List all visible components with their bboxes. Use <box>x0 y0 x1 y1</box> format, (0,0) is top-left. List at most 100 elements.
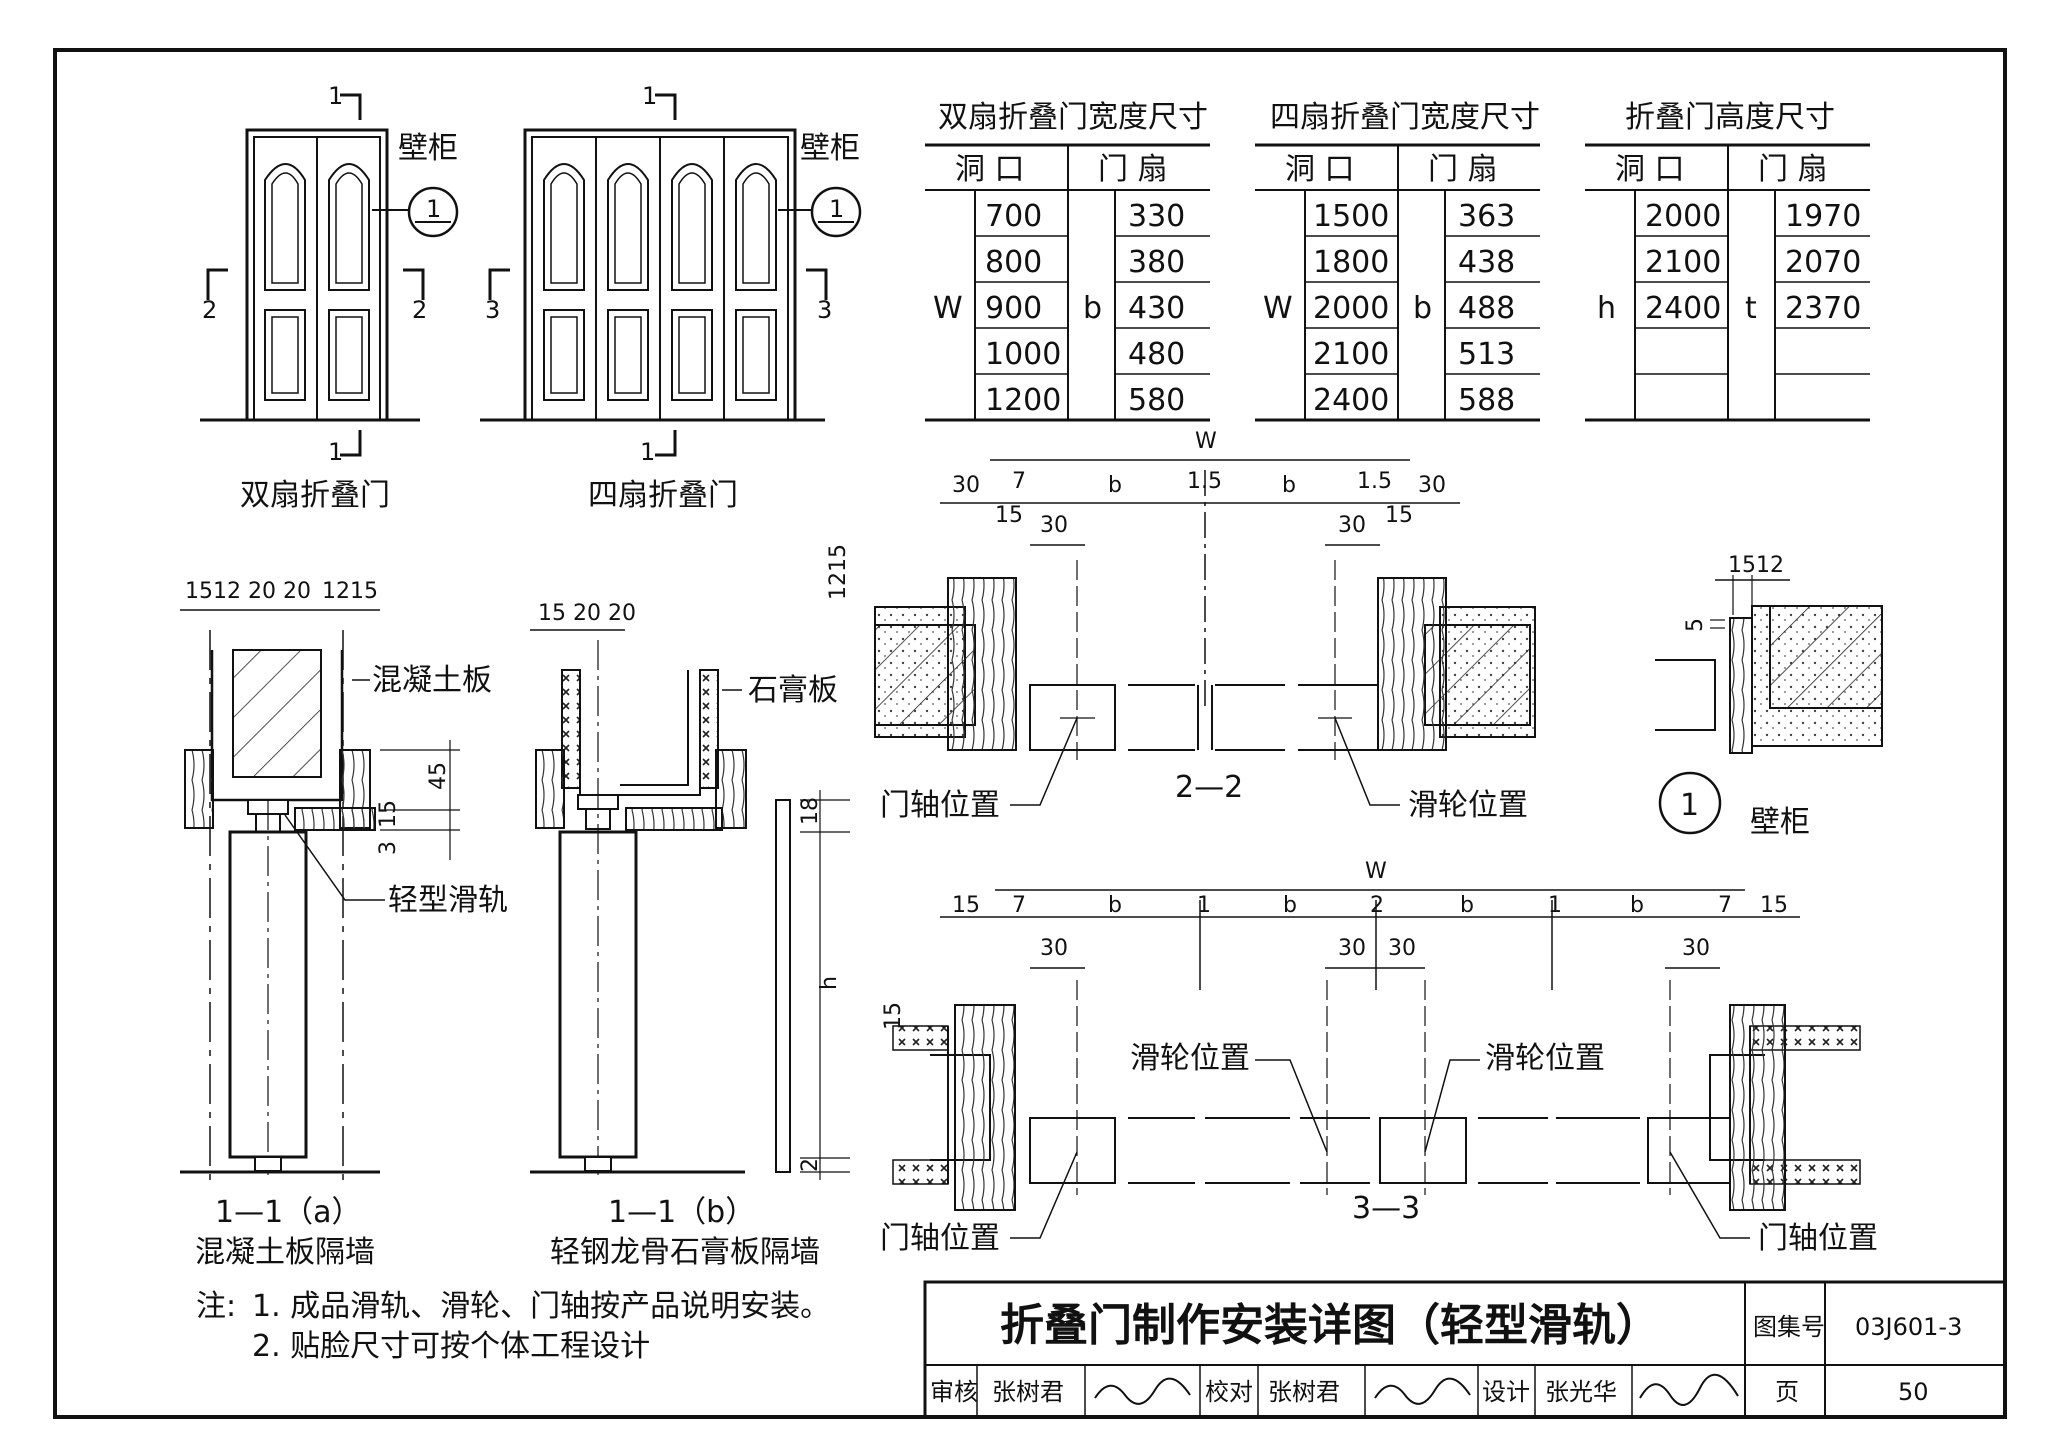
check-signature <box>1374 1377 1471 1405</box>
cell-opening: 2100 <box>1645 245 1721 280</box>
cell-leaf: 1970 <box>1785 199 1861 234</box>
title-block: 折叠门制作安装详图（轻型滑轨） 图集号 03J601-3 审核 张树君 校对 张… <box>923 1280 2007 1419</box>
design-label: 设计 <box>1482 1378 1530 1406</box>
label-hinge: 门轴位置 <box>880 788 1000 823</box>
table-two-leaf-width: 双扇折叠门宽度尺寸 洞 口 门 扇 W b 700 800 900 1000 1… <box>925 100 1210 422</box>
plan-2-2: W 30 7 b 1.5 b 1.5 30 15 15 30 30 1215 <box>826 429 1536 823</box>
symbol-opening: h <box>1597 291 1616 326</box>
four-leaf-panels <box>543 163 777 401</box>
cell-opening: 1200 <box>985 383 1061 418</box>
notes: 注: 1. 成品滑轨、滑轮、门轴按产品说明安装。 2. 贴脸尺寸可按个体工程设计 <box>196 1289 830 1364</box>
cell-leaf: 330 <box>1128 199 1185 234</box>
cell-leaf: 580 <box>1128 383 1185 418</box>
section-mark-right: 3 <box>817 296 832 324</box>
dims-top-right: 1215 <box>322 579 378 604</box>
dim-30-right: 30 <box>1338 513 1366 538</box>
cell-opening: 2100 <box>1313 337 1389 372</box>
cell-opening: 2400 <box>1313 383 1389 418</box>
elevation-four-leaf: 1 1 3 3 壁柜 1 四扇折叠门 <box>480 82 862 513</box>
dims-top: 15 20 20 <box>538 601 636 626</box>
detail-ref-number: 1 <box>426 195 441 223</box>
symbol-opening: W <box>1263 291 1293 326</box>
label-hinge-right: 门轴位置 <box>1758 1221 1878 1256</box>
table-title: 双扇折叠门宽度尺寸 <box>938 100 1208 135</box>
dim-30-left: 30 <box>1040 513 1068 538</box>
dim-item: b <box>1108 473 1122 498</box>
dim-item: b <box>1460 893 1474 918</box>
dim-15-left: 15 <box>995 503 1023 528</box>
cell-opening: 2000 <box>1645 199 1721 234</box>
label-pulley-right: 滑轮位置 <box>1485 1041 1605 1076</box>
cell-opening: 2400 <box>1645 291 1721 326</box>
symbol-leaf: b <box>1083 291 1102 326</box>
design-name: 张光华 <box>1545 1378 1617 1406</box>
check-label: 校对 <box>1205 1378 1253 1406</box>
dim-W: W <box>1195 429 1217 454</box>
dim-18: 18 <box>798 797 823 825</box>
cell-opening: 900 <box>985 291 1042 326</box>
detail-ref-number: 1 <box>829 195 844 223</box>
atlas-label: 图集号 <box>1753 1313 1825 1341</box>
detail-label: 壁柜 <box>1750 805 1810 840</box>
dim-item: 1 <box>1548 893 1562 918</box>
section-mark-bottom: 1 <box>328 438 343 466</box>
review-name: 张树君 <box>992 1378 1064 1406</box>
cell-leaf: 380 <box>1128 245 1185 280</box>
dim-item: 30 <box>1418 473 1446 498</box>
caption-four-leaf: 四扇折叠门 <box>588 478 738 513</box>
cell-leaf: 363 <box>1458 199 1515 234</box>
dim-item: 15 <box>1760 893 1788 918</box>
dim-item: 1.5 <box>1357 469 1392 494</box>
section-mark-right: 2 <box>412 296 427 324</box>
symbol-leaf: b <box>1413 291 1432 326</box>
cabinet-label: 壁柜 <box>800 131 860 166</box>
notes-prefix: 注: <box>196 1289 236 1324</box>
detail-ref: 1 <box>1680 788 1699 823</box>
head-leaf: 门 扇 <box>1098 152 1168 187</box>
dim-item: 2 <box>1370 893 1384 918</box>
detail-ref-circle <box>407 186 459 238</box>
dim-item: b <box>1630 893 1644 918</box>
cabinet-label: 壁柜 <box>398 131 458 166</box>
detail-1: 1512 5 1 壁柜 <box>1655 553 1883 840</box>
dim-30: 30 <box>1338 936 1366 961</box>
cell-opening: 700 <box>985 199 1042 234</box>
section-mark-left: 3 <box>485 296 500 324</box>
cell-leaf: 588 <box>1458 383 1515 418</box>
dim-45: 45 <box>426 762 451 790</box>
cell-opening: 1000 <box>985 337 1061 372</box>
dim-item: 30 <box>952 473 980 498</box>
dims-top: 1512 20 20 <box>185 579 311 604</box>
cell-opening: 1800 <box>1313 245 1389 280</box>
plan-id: 2—2 <box>1175 770 1243 805</box>
dim-W: W <box>1365 859 1387 884</box>
head-opening: 洞 口 <box>1615 152 1685 187</box>
dim-15: 15 <box>376 800 401 828</box>
cell-leaf: 430 <box>1128 291 1185 326</box>
section-mark-bottom: 1 <box>640 438 655 466</box>
page-label: 页 <box>1775 1378 1799 1406</box>
dim-h: h <box>817 976 842 990</box>
plan-id: 3—3 <box>1352 1191 1420 1226</box>
detail-dims: 1512 <box>1728 553 1784 578</box>
dim-1215: 1215 <box>826 544 851 600</box>
section-mark-left: 2 <box>202 296 217 324</box>
page-no: 50 <box>1898 1378 1929 1406</box>
label-rail: 轻型滑轨 <box>388 883 508 918</box>
dim-3: 3 <box>376 841 401 855</box>
dim-item: 15 <box>952 893 980 918</box>
cell-leaf: 488 <box>1458 291 1515 326</box>
cell-leaf: 513 <box>1458 337 1515 372</box>
section-1-1-b: 15 20 20 石膏板 18 h 2 1—1（b） 轻钢龙骨石膏板隔墙 <box>530 601 850 1270</box>
caption: 轻钢龙骨石膏板隔墙 <box>550 1235 820 1270</box>
section-mark-top: 1 <box>642 82 657 110</box>
head-leaf: 门 扇 <box>1758 152 1828 187</box>
design-signature <box>1639 1373 1739 1406</box>
dim-item: b <box>1283 893 1297 918</box>
dim-item: 1 <box>1197 893 1211 918</box>
dim-item: b <box>1282 473 1296 498</box>
dim-item: b <box>1108 893 1122 918</box>
caption-id: 1—1（a） <box>215 1195 362 1230</box>
dim-30: 30 <box>1682 936 1710 961</box>
